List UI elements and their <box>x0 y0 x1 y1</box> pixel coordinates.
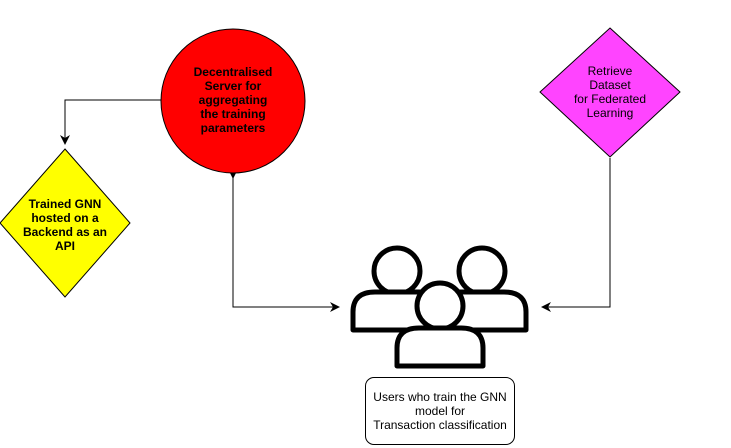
edge-dataset-to-users <box>541 158 611 312</box>
users-label-box <box>365 377 515 445</box>
edge-server-to-gnn <box>60 99 161 145</box>
edge-server-users <box>228 169 340 312</box>
users-group-icon <box>350 245 529 369</box>
server-label: Decentralised Server for aggregating the… <box>193 65 273 135</box>
gnn-node <box>0 148 131 298</box>
server-node <box>160 28 306 174</box>
gnn-label: Trained GNN hosted on a Backend as an AP… <box>22 197 108 253</box>
dataset-node <box>539 27 681 158</box>
users-label: Users who train the GNN model for Transa… <box>373 390 507 432</box>
dataset-label: Retrieve Dataset for Federated Learning <box>573 64 647 120</box>
